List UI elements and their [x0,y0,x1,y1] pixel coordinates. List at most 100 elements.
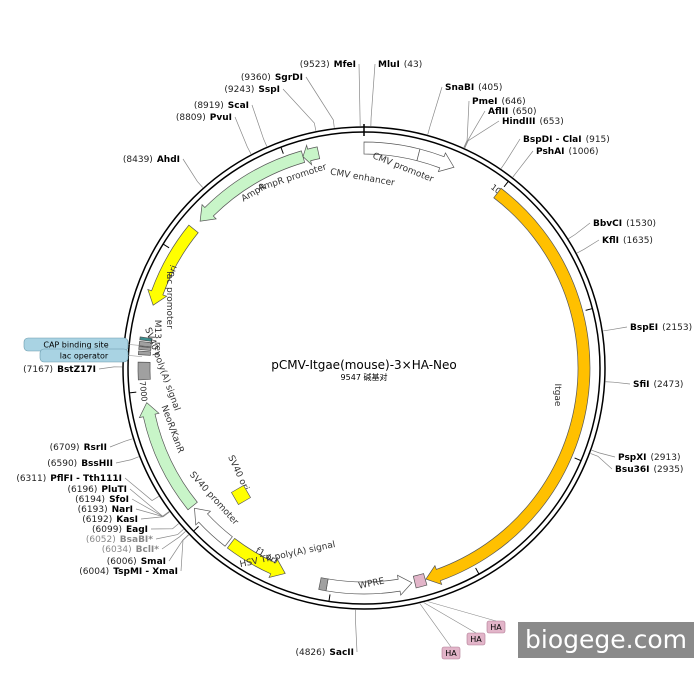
tick-mark [162,243,170,249]
site-leader [512,150,534,178]
feature-cmv-promoter[interactable] [416,148,455,173]
site-name: PflFI - Tth111I [50,474,122,484]
feature-sv40-polya[interactable] [137,361,151,381]
feature-hsv-tk-polya[interactable] [318,577,329,592]
site-label[interactable]: (6052)BsaBI* [86,535,153,545]
tick-mark [280,146,284,154]
feature-wpre[interactable] [325,574,413,596]
site-label[interactable]: (9360)SgrDI [241,73,303,83]
site-leader [568,222,591,239]
site-name: PmeI [472,97,497,107]
box-leader [127,344,143,346]
site-label[interactable]: HindIII(653) [502,117,564,127]
feature-f1-ori[interactable] [226,537,286,579]
site-name: BstZ17I [57,365,96,375]
plasmid-size: 9547 碱基对 [341,372,388,382]
site-label[interactable]: AflII(650) [488,107,537,117]
site-label[interactable]: KflI(1635) [602,236,653,246]
site-label[interactable]: SfiI(2473) [633,380,683,390]
site-position: (2153) [662,323,692,333]
site-label[interactable]: BspEI (2153) [630,323,692,333]
site-position: (8809) [176,113,206,123]
site-label[interactable]: (6192)KasI [82,515,138,525]
feature-ori[interactable] [147,224,199,306]
site-position: (9360) [241,73,271,83]
site-name: SmaI [141,557,166,567]
lbl-cmv-enhancer: CMV enhancer [329,167,395,188]
site-name: TspMI - XmaI [113,567,178,577]
site-label[interactable]: (6006)SmaI [107,557,166,567]
site-leader [605,381,631,385]
feature-cap-site[interactable] [139,336,153,342]
site-label[interactable]: PspXI(2913) [618,453,680,463]
feature-neor-kanr[interactable] [138,402,198,511]
site-leader [98,366,123,370]
feature-sv40-promoter[interactable] [194,507,233,547]
feature-m13-rev[interactable] [138,350,151,356]
site-label[interactable]: (6099)EagI [92,525,148,535]
feature-ampr[interactable] [199,150,306,222]
feature-ampr-promoter[interactable] [302,144,321,166]
site-leader [140,511,170,520]
site-label[interactable]: MluI(43) [378,60,422,70]
site-label[interactable]: (9243)SspI [224,85,280,95]
site-label[interactable]: (6034)BclI* [102,545,160,555]
plasmid-name: pCMV-Itgae(mouse)-3×HA-Neo [271,358,456,372]
lbl-itgae: Itgae [552,384,562,407]
site-position: (6590) [47,459,77,469]
site-label[interactable]: BbvCI(1530) [593,219,656,229]
site-label[interactable]: PshAI(1006) [536,147,598,157]
site-label[interactable]: BspDI - ClaI(915) [523,135,610,145]
site-name: PluTI [101,485,127,495]
site-label[interactable]: (7167)BstZ17I [23,365,96,375]
site-label[interactable]: (6709)RsrII [50,443,107,453]
tick-mark [129,391,137,394]
lac-operator-box-text: lac operator [60,352,109,361]
site-label[interactable]: (6590)BssHII [47,459,113,469]
site-label[interactable]: SnaBI(405) [445,83,502,93]
tick-mark [574,457,582,462]
watermark: biogege.com [518,622,694,658]
site-position: (2473) [654,380,684,390]
feature-lac-promoter[interactable] [138,340,152,348]
site-name: SspI [258,85,280,95]
site-label[interactable]: (8809)PvuI [176,113,232,123]
site-position: (915) [586,135,610,145]
feature-itgae[interactable] [425,187,591,586]
site-label[interactable]: (8919)ScaI [194,101,249,111]
site-label[interactable]: (6196)PluTI [67,485,127,495]
site-position: (2913) [651,453,681,463]
site-name: SfoI [109,495,129,505]
site-position: (4826) [295,648,325,658]
feature-lac-operator[interactable] [138,346,152,351]
site-leader [115,456,139,464]
site-name: BspEI [630,323,658,333]
site-name: ScaI [228,101,249,111]
site-label[interactable]: PmeI (646) [472,97,526,107]
site-label[interactable]: (8439)AhdI [123,155,180,165]
site-label[interactable]: (6004) TspMI - XmaI [79,567,178,577]
site-name: AhdI [157,155,180,165]
site-position: (646) [501,97,525,107]
site-position: (43) [404,60,422,70]
site-leader [358,63,361,127]
site-leader [591,449,616,458]
lbl-sv40-ori: SV40 ori [225,454,250,493]
site-name: MfeI [334,60,356,70]
site-position: (6004) [79,567,109,577]
site-label[interactable]: (6193)NarI [78,505,133,515]
site-leader [370,63,376,127]
site-position: (1635) [623,236,653,246]
site-position: (6034) [102,545,132,555]
feature-ha-tags[interactable] [412,573,428,589]
site-label[interactable]: (9523)MfeI [300,60,356,70]
site-name: NarI [112,505,133,515]
site-label[interactable]: (6311)PflFI - Tth111I [16,474,122,484]
site-leader [155,529,184,540]
site-label[interactable]: (4826)SacII [295,648,354,658]
site-label[interactable]: Bsu36I(2935) [615,465,683,475]
site-label[interactable]: (6194)SfoI [75,495,129,505]
